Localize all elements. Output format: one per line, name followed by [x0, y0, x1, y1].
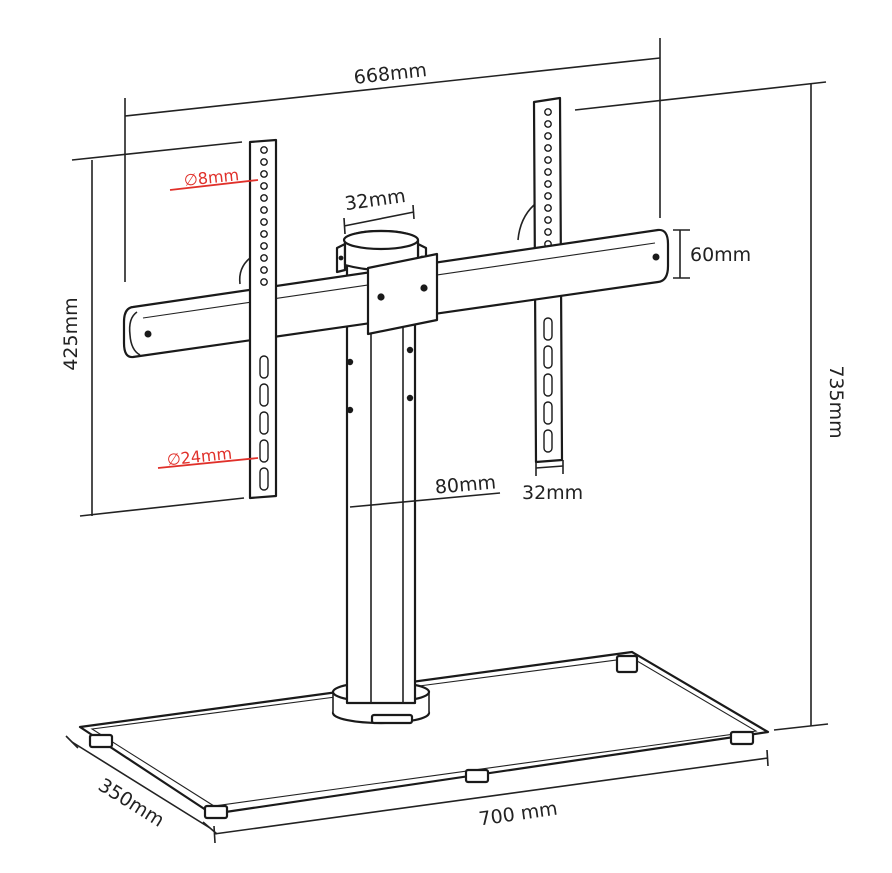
base-foot: [615, 654, 639, 674]
label-350mm: 350mm: [94, 774, 168, 831]
glass-base: [78, 650, 770, 820]
label-hole-8mm: ∅8mm: [183, 165, 240, 190]
dimension-lines: [65, 38, 829, 844]
base-foot: [729, 730, 755, 746]
left-bracket-plate: [238, 138, 278, 500]
label-735mm: 735mm: [825, 365, 847, 438]
label-plate-32mm: 32mm: [522, 482, 583, 504]
base-foot: [464, 768, 490, 784]
label-clamp-32mm: 32mm: [343, 185, 407, 215]
label-60mm: 60mm: [690, 244, 751, 266]
base-foot: [88, 733, 114, 749]
top-clamp: [335, 229, 439, 336]
label-700mm: 700 mm: [477, 798, 559, 831]
label-80mm: 80mm: [434, 471, 497, 498]
base-foot: [203, 804, 229, 820]
label-hole-24mm: ∅24mm: [166, 444, 233, 470]
label-425mm: 425mm: [60, 297, 82, 370]
